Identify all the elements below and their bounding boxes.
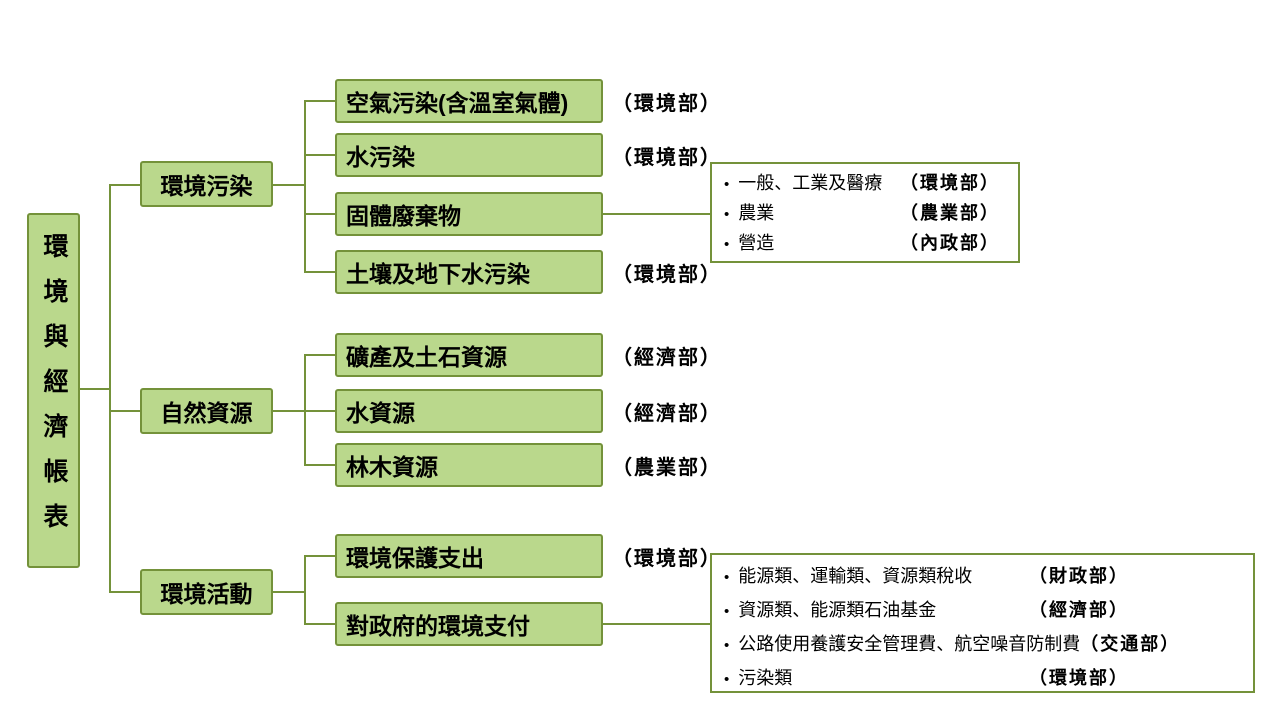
connector-line	[304, 410, 335, 412]
detail-row: 一般、工業及醫療 （環境部）	[724, 169, 1010, 199]
branch-node-environmental-pollution: 環境污染	[140, 161, 273, 207]
connector-line	[304, 555, 306, 625]
leaf-label: 固體廢棄物	[346, 203, 461, 229]
connector-line	[273, 591, 305, 593]
dept-label: （經濟部）	[612, 347, 722, 369]
dept-label: （環境部）	[1029, 668, 1129, 688]
connector-line	[273, 410, 305, 412]
leaf-label: 林木資源	[346, 454, 438, 480]
leaf-node-solid-waste: 固體廢棄物	[335, 192, 603, 236]
connector-line	[304, 555, 335, 557]
branch-label: 環境污染	[160, 173, 253, 199]
detail-box-solid-waste: 一般、工業及醫療 （環境部） 農業 （農業部） 營造 （內政部）	[710, 162, 1020, 263]
detail-item: 農業	[724, 199, 900, 229]
dept-label: （環境部）	[612, 93, 722, 115]
dept-label: （環境部）	[612, 264, 722, 286]
connector-line	[603, 213, 710, 215]
connector-line	[304, 154, 335, 156]
root-node-label: 環境與經濟帳表	[40, 233, 68, 548]
detail-item: 公路使用養護安全管理費、航空噪音防制費	[724, 628, 1080, 662]
detail-row: 污染類 （環境部）	[724, 662, 1245, 696]
dept-label: （經濟部）	[612, 403, 722, 425]
leaf-node-water-resources: 水資源	[335, 389, 603, 433]
connector-line	[80, 388, 110, 390]
connector-line	[109, 184, 111, 593]
dept-label: （環境部）	[612, 548, 722, 570]
detail-box-payments-to-government: 能源類、運輸類、資源類稅收 （財政部） 資源類、能源類石油基金 （經濟部） 公路…	[710, 553, 1255, 693]
leaf-node-water-pollution: 水污染	[335, 133, 603, 177]
dept-label: （財政部）	[1029, 566, 1129, 586]
leaf-label: 礦產及土石資源	[346, 344, 507, 370]
detail-row: 公路使用養護安全管理費、航空噪音防制費 （交通部）	[724, 628, 1245, 662]
branch-node-natural-resources: 自然資源	[140, 388, 273, 434]
connector-line	[109, 591, 140, 593]
leaf-node-environmental-protection-expenditure: 環境保護支出	[335, 534, 603, 578]
dept-label: （經濟部）	[1029, 600, 1129, 620]
connector-line	[109, 184, 140, 186]
leaf-label: 環境保護支出	[346, 545, 484, 571]
detail-item: 一般、工業及醫療	[724, 169, 900, 199]
dept-label: （環境部）	[900, 173, 1000, 193]
connector-line	[304, 623, 335, 625]
detail-row: 營造 （內政部）	[724, 229, 1010, 259]
leaf-label: 水污染	[346, 144, 415, 170]
detail-row: 農業 （農業部）	[724, 199, 1010, 229]
leaf-label: 對政府的環境支付	[346, 613, 530, 639]
leaf-label: 水資源	[346, 400, 415, 426]
dept-label: （環境部）	[612, 147, 722, 169]
leaf-node-environmental-payments-to-government: 對政府的環境支付	[335, 602, 603, 646]
dept-label: （交通部）	[1080, 634, 1181, 654]
detail-item: 污染類	[724, 662, 1029, 696]
dept-label: （內政部）	[900, 233, 1000, 253]
leaf-node-mineral-resources: 礦產及土石資源	[335, 333, 603, 377]
connector-line	[304, 213, 335, 215]
root-node: 環境與經濟帳表	[27, 213, 80, 568]
leaf-label: 空氣污染(含溫室氣體)	[346, 90, 569, 116]
connector-line	[603, 623, 710, 625]
detail-item: 能源類、運輸類、資源類稅收	[724, 560, 1029, 594]
connector-line	[304, 271, 335, 273]
detail-item: 營造	[724, 229, 900, 259]
connector-line	[109, 410, 140, 412]
connector-line	[304, 100, 306, 273]
leaf-node-soil-groundwater-pollution: 土壤及地下水污染	[335, 250, 603, 294]
detail-row: 能源類、運輸類、資源類稅收 （財政部）	[724, 560, 1245, 594]
dept-label: （農業部）	[612, 457, 722, 479]
branch-label: 環境活動	[160, 581, 253, 607]
detail-row: 資源類、能源類石油基金 （經濟部）	[724, 594, 1245, 628]
leaf-node-air-pollution: 空氣污染(含溫室氣體)	[335, 79, 603, 123]
branch-node-environmental-activities: 環境活動	[140, 569, 273, 615]
connector-line	[304, 354, 335, 356]
dept-label: （農業部）	[900, 203, 1000, 223]
branch-label: 自然資源	[160, 400, 253, 426]
leaf-node-forest-resources: 林木資源	[335, 443, 603, 487]
connector-line	[304, 100, 335, 102]
leaf-label: 土壤及地下水污染	[346, 261, 530, 287]
detail-item: 資源類、能源類石油基金	[724, 594, 1029, 628]
connector-line	[273, 184, 305, 186]
connector-line	[304, 464, 335, 466]
